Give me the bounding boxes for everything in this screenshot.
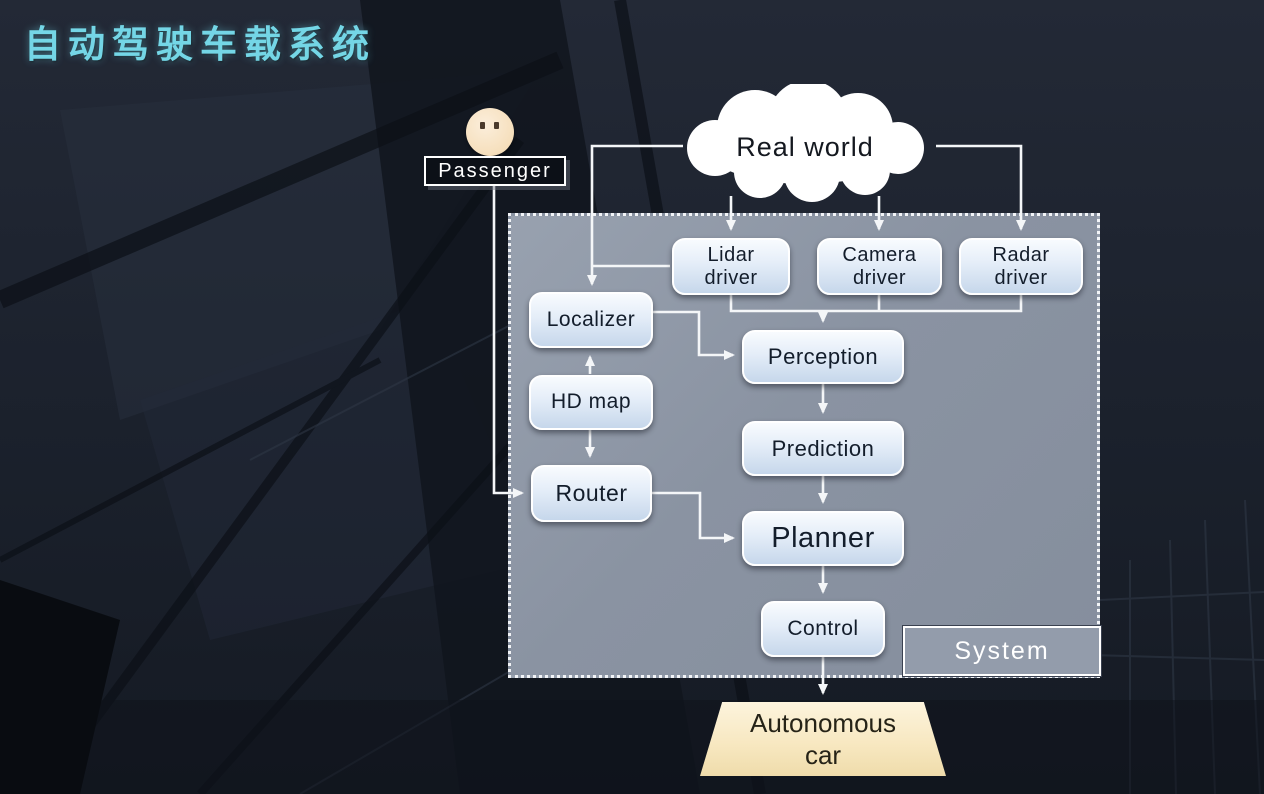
node-localizer: Localizer [529,292,653,348]
real-world-label: Real world [736,132,874,162]
passenger-label: Passenger [424,156,566,186]
node-planner: Planner [742,511,904,566]
node-perception: Perception [742,330,904,384]
node-prediction: Prediction [742,421,904,476]
page-title: 自动驾驶车载系统 [24,23,376,66]
face-eye-right-icon [494,122,499,129]
node-lidar-driver: Lidar driver [672,238,790,295]
autonomous-car-label: Autonomous car [750,707,896,771]
real-world-cloud: Real world [687,84,924,202]
node-router: Router [531,465,652,522]
passenger-face-icon [466,108,514,156]
node-camera-driver: Camera driver [817,238,942,295]
node-radar-driver: Radar driver [959,238,1083,295]
autonomous-car-node: Autonomous car [700,702,946,776]
node-hd-map: HD map [529,375,653,430]
system-label: System [903,626,1101,676]
node-control: Control [761,601,885,657]
face-eye-left-icon [480,122,485,129]
